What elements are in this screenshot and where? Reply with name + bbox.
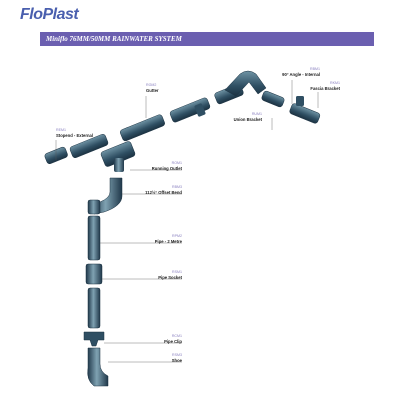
label-internal-angle: RBM1 90° Angle - Internal xyxy=(282,67,320,77)
svg-text:RGM2: RGM2 xyxy=(146,83,156,87)
svg-text:Gutter: Gutter xyxy=(146,88,159,93)
upper-offset-pipe xyxy=(87,199,101,215)
label-shoe: RSM3 Shoe xyxy=(172,353,183,363)
gutter-segment xyxy=(289,103,321,124)
svg-text:RPM2: RPM2 xyxy=(172,234,182,238)
running-outlet-part xyxy=(100,141,136,172)
label-pipe-clip: RCM1 Pipe Clip xyxy=(164,334,182,344)
svg-text:RSM3: RSM3 xyxy=(172,353,182,357)
svg-text:Fascia Bracket: Fascia Bracket xyxy=(310,86,340,91)
svg-text:Pipe Clip: Pipe Clip xyxy=(164,339,182,344)
label-union-bracket: RUM1 Union Bracket xyxy=(234,112,263,122)
union-bracket-part xyxy=(194,103,206,117)
pipe-2-metre-part xyxy=(87,215,101,261)
svg-text:90° Angle - Internal: 90° Angle - Internal xyxy=(282,72,320,77)
svg-text:ROM1: ROM1 xyxy=(172,161,182,165)
internal-angle-part xyxy=(224,70,267,97)
shoe-part xyxy=(87,347,109,387)
label-stopend-external: REM1 Stopend - External xyxy=(56,128,93,138)
svg-text:RCM1: RCM1 xyxy=(172,334,182,338)
floplast-logo: FloPlast xyxy=(20,6,79,23)
svg-text:REM1: REM1 xyxy=(56,128,66,132)
svg-text:Union Bracket: Union Bracket xyxy=(234,117,263,122)
svg-text:Running Outlet: Running Outlet xyxy=(152,166,183,171)
svg-text:Stopend - External: Stopend - External xyxy=(56,133,93,138)
label-pipe-2-metre: RPM2 Pipe - 2 Metre xyxy=(155,234,183,244)
label-fascia-bracket: RKM1 Fascia Bracket xyxy=(310,81,340,91)
label-pipe-socket: RSM1 Pipe Socket xyxy=(158,270,182,280)
pipe-clip-part xyxy=(83,331,105,347)
svg-text:RKM1: RKM1 xyxy=(330,81,340,85)
label-offset-bend: RBM3 112½° Offset Bend xyxy=(145,185,182,195)
svg-text:Pipe Socket: Pipe Socket xyxy=(158,275,182,280)
gutter-segment xyxy=(120,114,165,142)
svg-text:RBM3: RBM3 xyxy=(172,185,182,189)
svg-text:RBM1: RBM1 xyxy=(310,67,320,71)
fascia-bracket-part xyxy=(296,96,304,106)
label-running-outlet: ROM1 Running Outlet xyxy=(152,161,183,171)
system-title-banner: Miniflo 76MM/50MM RAINWATER SYSTEM xyxy=(40,32,374,46)
svg-text:RSM1: RSM1 xyxy=(172,270,182,274)
gutter-segment xyxy=(69,133,109,159)
lower-pipe-part xyxy=(87,287,101,329)
downpipe-parts xyxy=(85,199,103,329)
svg-text:Pipe - 2 Metre: Pipe - 2 Metre xyxy=(155,239,183,244)
gutter-segment xyxy=(169,97,211,123)
leader-lines xyxy=(55,80,319,363)
pipe-socket-part xyxy=(85,263,103,285)
svg-text:112½° Offset Bend: 112½° Offset Bend xyxy=(145,190,182,195)
svg-text:Shoe: Shoe xyxy=(172,358,183,363)
svg-text:RUM1: RUM1 xyxy=(252,112,262,116)
label-gutter: RGM2 Gutter xyxy=(146,83,159,93)
gutter-segments xyxy=(44,83,321,165)
gutter-segment xyxy=(261,90,285,108)
